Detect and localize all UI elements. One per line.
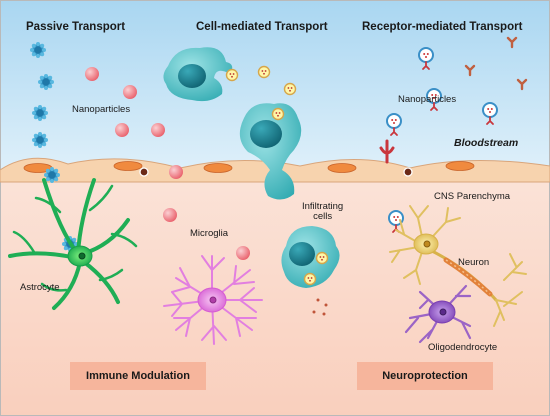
receptor-mediated-transport-header: Receptor-mediated Transport — [362, 21, 523, 33]
passive-transport-header: Passive Transport — [26, 21, 126, 33]
oligodendrocyte-label: Oligodendrocyte — [428, 342, 498, 353]
nanoparticles-label-right: Nanoparticles — [398, 94, 457, 105]
microglia-label: Microglia — [190, 228, 229, 239]
macrophage-top — [163, 47, 297, 102]
astrocyte-label: Astrocyte — [20, 282, 60, 293]
macrophage-transmigrating — [239, 103, 302, 200]
infiltrating-cells-label: Infiltrating cells — [302, 201, 344, 223]
transferrin-receptor — [379, 139, 395, 164]
oligodendrocyte-cell — [404, 284, 472, 344]
microglia-cell — [163, 255, 263, 345]
neuroprotection-box: Neuroprotection — [357, 362, 493, 390]
neuron-label: Neuron — [458, 257, 490, 268]
red-nanoparticles — [85, 67, 250, 260]
myelin-sheath — [443, 257, 493, 297]
cns-parenchyma-label: CNS Parenchyma — [434, 191, 511, 202]
receptor-nanoparticles — [379, 36, 528, 233]
cell-mediated-transport-header: Cell-mediated Transport — [196, 21, 328, 33]
immune-modulation-box: Immune Modulation — [70, 362, 206, 390]
infiltrating-cell — [281, 226, 340, 316]
nanoparticles-label-left: Nanoparticles — [72, 104, 131, 115]
bloodstream-label: Bloodstream — [454, 137, 519, 149]
astrocyte-cell — [8, 178, 138, 310]
